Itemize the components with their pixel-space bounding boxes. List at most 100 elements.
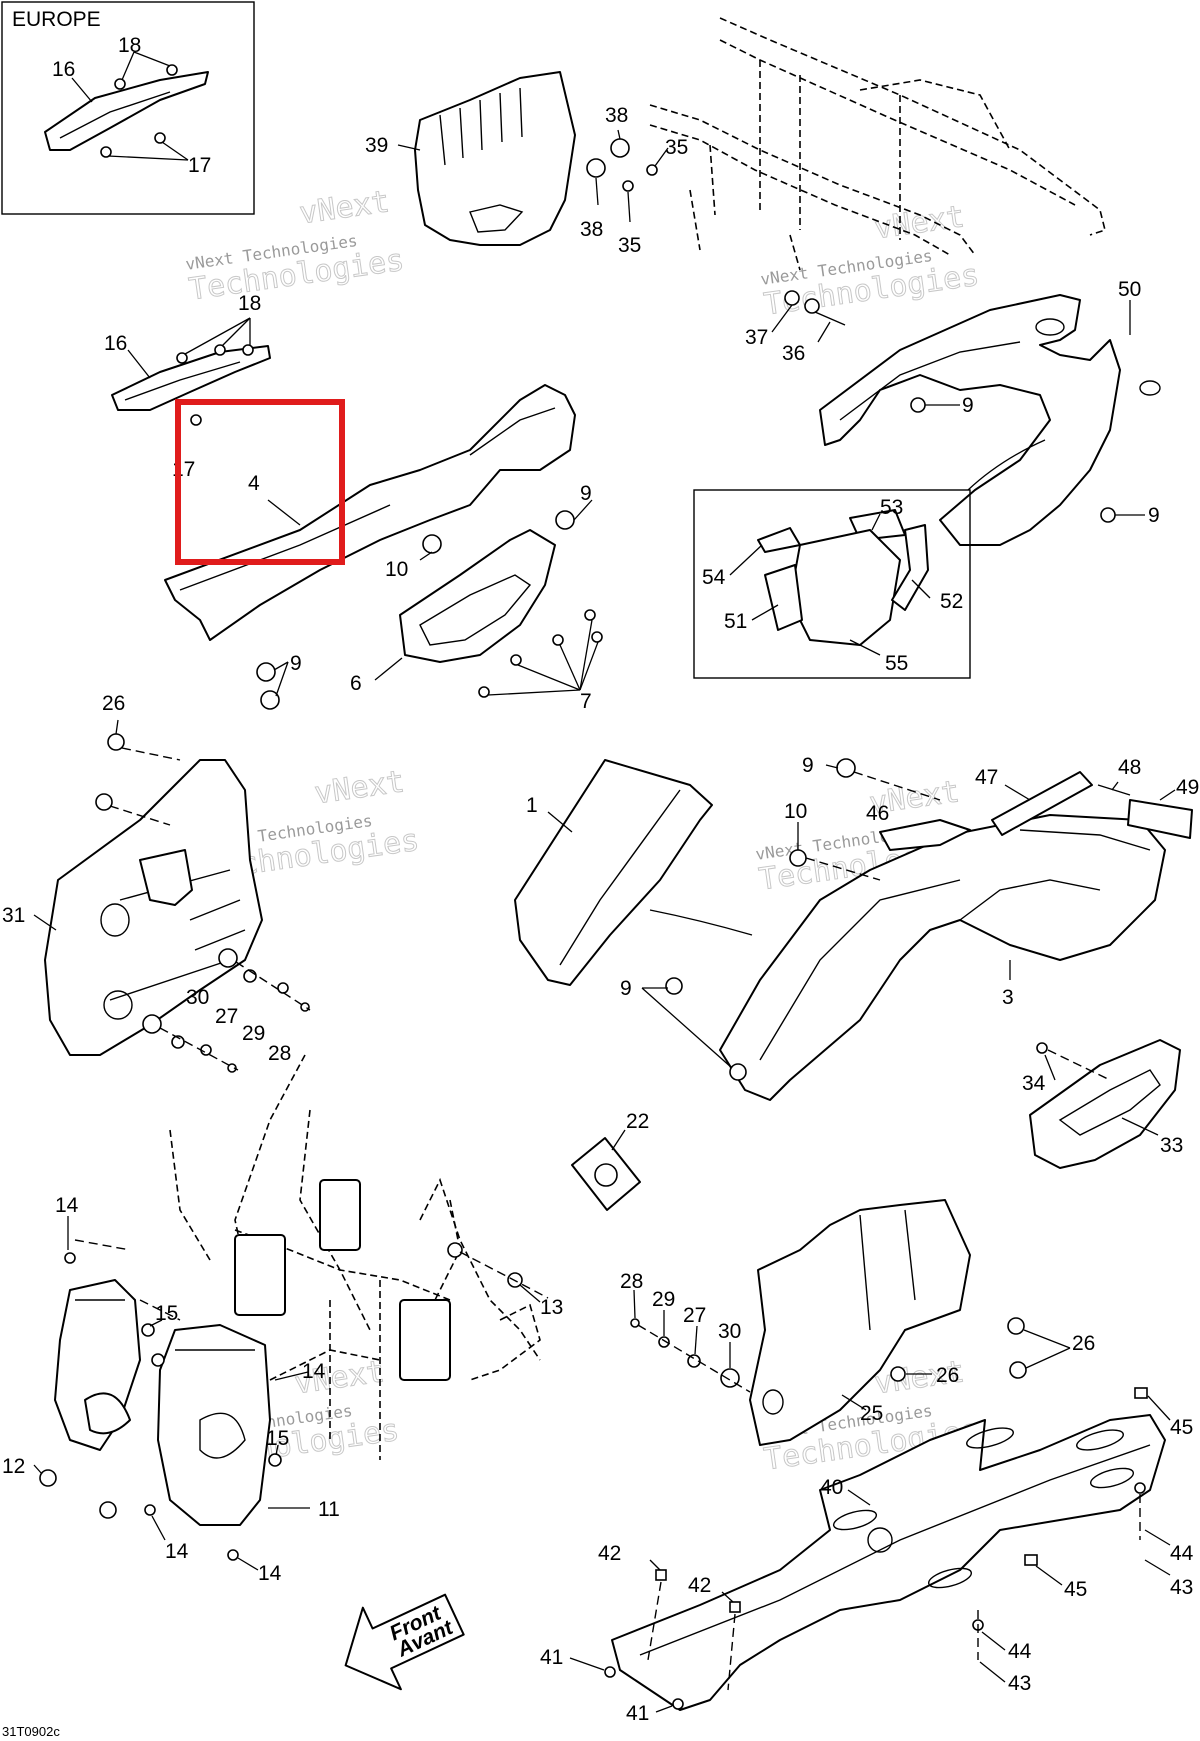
part-25-inner-panel	[749, 1199, 971, 1446]
europe-inset-title: EUROPE	[12, 8, 101, 31]
callout-35-top: 35	[665, 136, 688, 159]
callout-39: 39	[365, 134, 388, 157]
inset-box-51-55	[693, 489, 971, 679]
callout-38-top: 38	[605, 104, 628, 127]
callout-46: 46	[866, 802, 889, 825]
part-33-side-cover	[1029, 1039, 1181, 1169]
front-direction-arrow: Front Avant	[344, 1593, 465, 1691]
callout-42-right: 42	[688, 1574, 711, 1597]
callout-31: 31	[2, 904, 25, 927]
frame-bracket-right	[399, 1299, 451, 1381]
callout-16-main: 16	[104, 332, 127, 355]
part-46	[879, 819, 971, 851]
callout-33: 33	[1160, 1134, 1183, 1157]
part-39-side-panel	[414, 71, 576, 246]
part-6-footrest	[399, 529, 556, 663]
callout-1: 1	[526, 794, 538, 817]
callout-14-bottom-left: 14	[165, 1540, 189, 1563]
callout-9-lower-left: 9	[290, 652, 302, 675]
callout-13: 13	[540, 1296, 563, 1319]
callout-43-right: 43	[1170, 1576, 1193, 1599]
svg-text:vNext: vNext	[297, 184, 391, 231]
callout-48: 48	[1118, 756, 1141, 779]
callout-53: 53	[880, 496, 903, 519]
callout-38-bottom: 38	[580, 218, 603, 241]
callout-15-mid: 15	[266, 1427, 289, 1450]
callout-9-panel4: 9	[580, 482, 592, 505]
callout-30-guard: 30	[186, 986, 209, 1009]
callout-47: 47	[975, 766, 998, 789]
callout-14-top: 14	[55, 1194, 79, 1217]
callout-27-bottom: 27	[683, 1304, 706, 1327]
callout-43-bottom: 43	[1008, 1672, 1031, 1695]
callout-27-guard: 27	[215, 1005, 238, 1028]
part-47	[991, 771, 1093, 836]
callout-9-panel3-top: 9	[802, 754, 814, 777]
callout-34: 34	[1022, 1072, 1046, 1095]
callout-9-fender-bottom: 9	[1148, 504, 1160, 527]
watermark-top-left: vNext vNext Technologies Technologies	[184, 184, 407, 308]
europe-inset-box	[1, 1, 255, 215]
callout-35-bottom: 35	[618, 234, 641, 257]
callout-29-bottom: 29	[652, 1288, 675, 1311]
part-49	[1127, 799, 1193, 839]
callout-52: 52	[940, 590, 963, 613]
callout-26-mid: 26	[936, 1364, 959, 1387]
callout-9-panel3-bottom: 9	[620, 977, 632, 1000]
part-4-side-panel	[164, 384, 576, 641]
part-51	[764, 564, 803, 631]
callout-26-right: 26	[1072, 1332, 1095, 1355]
callout-41-bottom: 41	[626, 1702, 649, 1725]
callout-49: 49	[1176, 776, 1199, 799]
callout-55: 55	[885, 652, 908, 675]
callout-7-upper: 7	[580, 690, 592, 713]
callout-26-guard: 26	[102, 692, 125, 715]
callout-30-bottom: 30	[718, 1320, 741, 1343]
callout-17-inset: 17	[188, 154, 211, 177]
callout-54: 54	[702, 566, 726, 589]
callout-10-center: 10	[784, 800, 807, 823]
callout-9-fender-top: 9	[962, 394, 974, 417]
callout-3: 3	[1002, 986, 1014, 1009]
frame-top-right	[649, 17, 1106, 271]
callout-25: 25	[860, 1402, 883, 1425]
part-1-panel	[514, 759, 713, 986]
callout-36: 36	[782, 342, 805, 365]
frame-bracket-left	[234, 1234, 286, 1316]
callout-45-bottom: 45	[1064, 1578, 1087, 1601]
highlight-box-callout-4	[175, 399, 345, 565]
callout-15-top: 15	[155, 1302, 178, 1325]
part-55	[789, 529, 901, 646]
frame-bracket-mid	[319, 1179, 361, 1251]
callout-41-top: 41	[540, 1646, 563, 1669]
callout-18-inset: 18	[118, 34, 141, 57]
callout-22: 22	[626, 1110, 649, 1133]
callout-45-top: 45	[1170, 1416, 1193, 1439]
callout-11: 11	[318, 1498, 340, 1521]
part-54	[757, 527, 801, 553]
callout-40: 40	[820, 1476, 843, 1499]
callout-10-top: 10	[385, 558, 408, 581]
callout-28-bottom: 28	[620, 1270, 643, 1293]
part-11-bumper-right	[157, 1324, 271, 1526]
inset-part-16	[44, 71, 209, 151]
callout-50: 50	[1118, 278, 1141, 301]
callout-4: 4	[248, 472, 260, 495]
callout-6: 6	[350, 672, 362, 695]
callout-42-left: 42	[598, 1542, 621, 1565]
part-16-guard	[111, 345, 271, 411]
part-31-belt-guard	[44, 759, 263, 1056]
callout-51: 51	[724, 610, 747, 633]
callout-14-bottom-right: 14	[258, 1562, 282, 1585]
drawing-code: 31T0902c	[2, 1724, 60, 1739]
callout-28-guard: 28	[268, 1042, 291, 1065]
svg-text:vNext: vNext	[872, 199, 966, 246]
part-50-rear-fender	[819, 294, 1121, 546]
callout-44-bottom: 44	[1008, 1640, 1032, 1663]
callout-44-right: 44	[1170, 1542, 1194, 1565]
callout-18-main: 18	[238, 292, 261, 315]
callout-29-guard: 29	[242, 1022, 265, 1045]
part-3-fender	[719, 814, 1166, 1101]
svg-text:vNext: vNext	[312, 764, 406, 811]
